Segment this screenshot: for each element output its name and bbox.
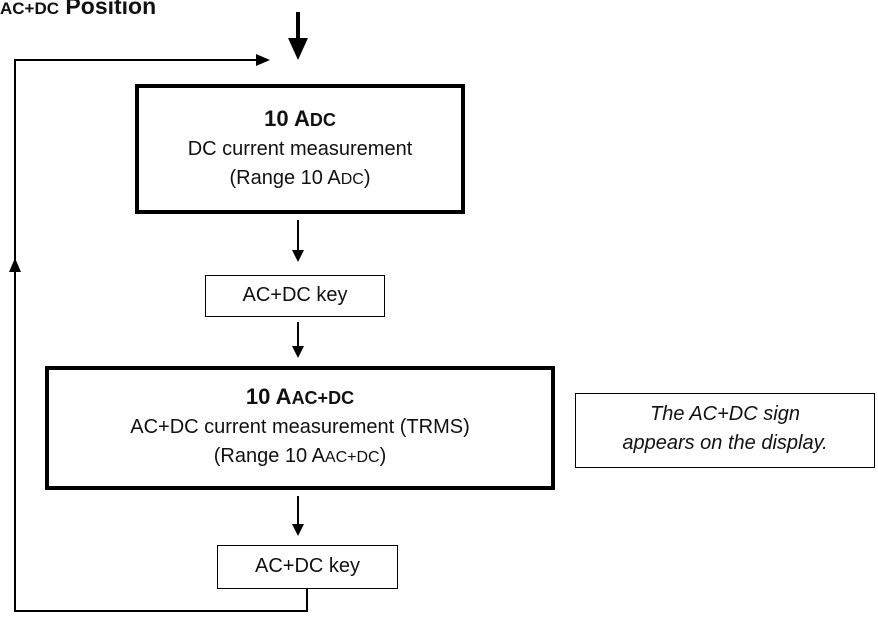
acdc-box-title-value: 10 A [245, 384, 292, 409]
dc-box-title-sub: DC [309, 110, 336, 130]
acdc-key-box-1[interactable]: AC+DC key [205, 275, 385, 317]
acdc-box-line1: AC+DC current measurement (TRMS) [130, 416, 470, 438]
display-note-box: The AC+DC sign appears on the display. [575, 393, 875, 468]
dc-box-line1: DC current measurement [187, 138, 413, 160]
acdc-box-line2-prefix: (Range 10 A [213, 445, 325, 467]
acdc-key-label-1: AC+DC key [242, 284, 348, 306]
entry-arrow-head [288, 38, 308, 60]
heading-rest: Position [59, 0, 157, 19]
dc-box-line2-suffix: ) [363, 167, 371, 189]
acdc-box-title-sub: AC+DC [291, 388, 355, 408]
acdc-box-line2-suffix: ) [379, 445, 387, 467]
heading-prefix: AC+DC [0, 0, 60, 18]
arrow-key-to-acdc-head [292, 346, 304, 358]
dc-box-line2: (Range 10 ADC) [139, 164, 461, 194]
acdc-measurement-box: 10 AAC+DC AC+DC current measurement (TRM… [45, 366, 555, 490]
acdc-box-line2-sub: AC+DC [324, 449, 380, 466]
display-note-line1: The AC+DC sign [650, 403, 800, 425]
arrow-acdc-to-key-head [292, 524, 304, 536]
acdc-key-box-2[interactable]: AC+DC key [217, 545, 398, 589]
acdc-box-line2: (Range 10 AAC+DC) [49, 442, 551, 472]
loop-back-right-arrow-head [256, 54, 270, 66]
dc-box-title-value: 10 A [264, 106, 310, 131]
loop-back-line [14, 59, 308, 612]
display-note-text: The AC+DC sign appears on the display. [576, 394, 874, 458]
dc-box-title: 10 ADC [139, 104, 461, 135]
display-note-line2: appears on the display. [622, 432, 828, 454]
dc-measurement-box: 10 ADC DC current measurement (Range 10 … [135, 84, 465, 214]
loop-back-up-arrow-head [9, 258, 21, 272]
acdc-key-label-2: AC+DC key [254, 555, 361, 577]
acdc-box-title: 10 AAC+DC [49, 382, 551, 413]
dc-box-line2-prefix: (Range 10 A [229, 167, 341, 189]
diagram-heading: AC+DC Position [0, 0, 156, 20]
arrow-dc-to-key-head [292, 250, 304, 262]
dc-box-line2-sub: DC [340, 171, 364, 188]
